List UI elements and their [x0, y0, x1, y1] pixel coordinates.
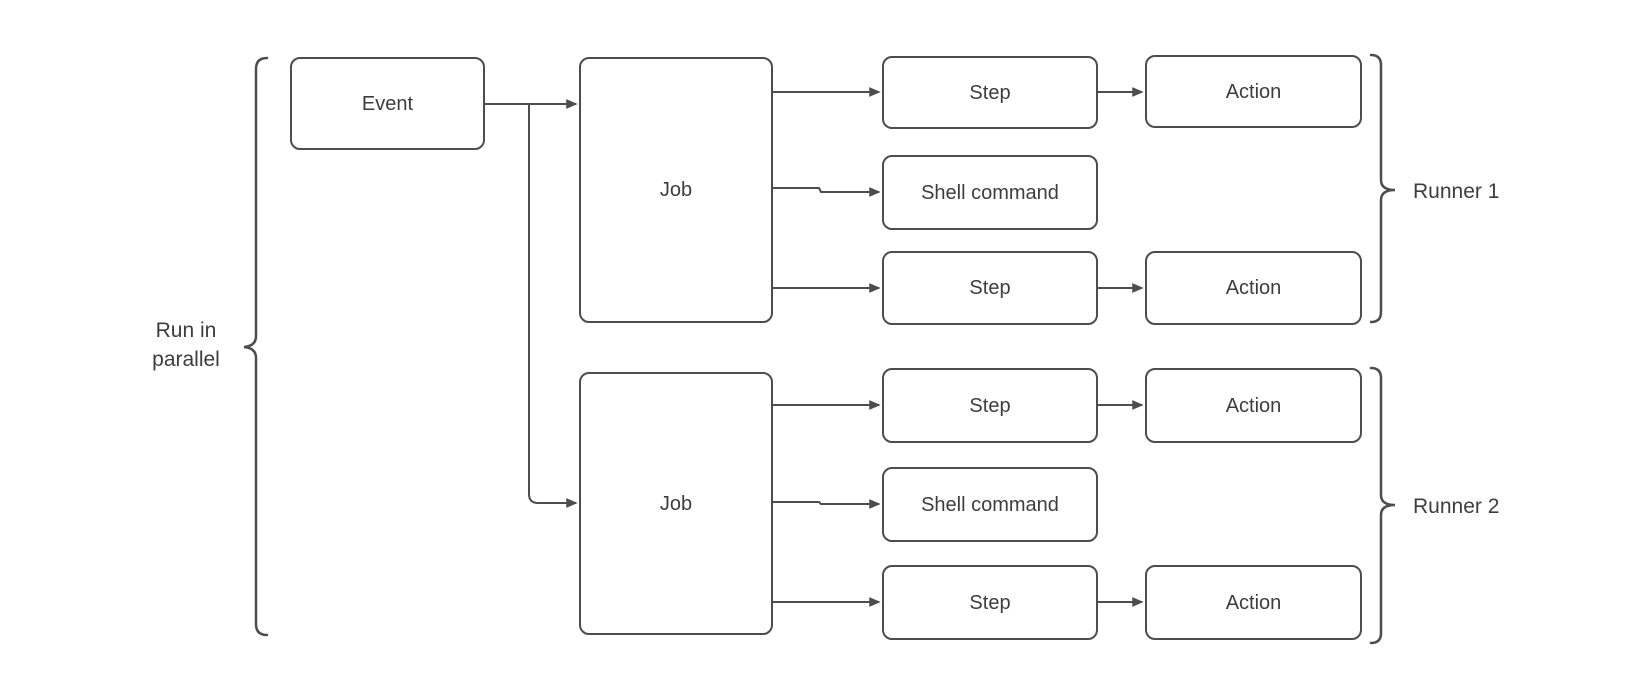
step3-label: Step	[969, 394, 1011, 417]
connector-event-to-job2	[528, 104, 578, 508]
shell-command1-label: Shell command	[921, 181, 1059, 204]
shell-command2-label: Shell command	[921, 493, 1059, 516]
step2-label: Step	[969, 277, 1011, 299]
step3-node: Step	[882, 368, 1098, 443]
shell-command1-node: Shell command	[882, 155, 1098, 230]
action2-node: Action	[1145, 251, 1362, 325]
job2-node: Job	[579, 372, 773, 635]
connector-job1-to-shell1	[773, 187, 881, 197]
action2-label: Action	[1225, 277, 1282, 299]
runner1-brace	[1369, 53, 1396, 324]
step4-label: Step	[969, 591, 1011, 614]
step1-label: Step	[969, 81, 1011, 104]
job2-label: Job	[659, 492, 693, 515]
run-in-parallel-label: Run in parallel	[152, 319, 220, 371]
shell-command2-node: Shell command	[882, 467, 1098, 542]
run-in-parallel-brace	[243, 56, 269, 637]
job1-node: Job	[579, 57, 773, 323]
runner2-label: Runner 2	[1413, 495, 1500, 518]
runner2-brace	[1369, 366, 1396, 645]
step1-node: Step	[882, 56, 1098, 129]
action3-node: Action	[1145, 368, 1362, 443]
action1-node: Action	[1145, 55, 1362, 128]
event-node: Event	[290, 57, 485, 150]
action3-label: Action	[1225, 394, 1282, 417]
step4-node: Step	[882, 565, 1098, 640]
action4-label: Action	[1225, 591, 1282, 614]
runner1-label: Runner 1	[1413, 180, 1500, 203]
connector-job2-to-shell2	[773, 499, 881, 509]
action1-label: Action	[1225, 80, 1282, 103]
step2-node: Step	[882, 251, 1098, 325]
event-label: Event	[361, 92, 414, 115]
action4-node: Action	[1145, 565, 1362, 640]
job1-label: Job	[659, 179, 693, 201]
